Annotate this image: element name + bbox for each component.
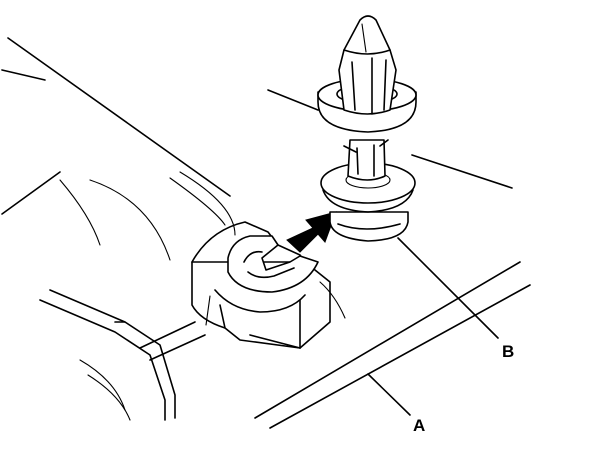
panel-rib [39,289,206,421]
leader-flange [411,154,513,189]
leader-a [367,373,411,416]
clip-mounting-boss [191,221,346,349]
callout-label-a: A [413,416,425,435]
callout-label-b: B [502,342,514,361]
installation-arrow [286,211,337,253]
clip-b [317,15,417,242]
panel-a [1,37,531,429]
leader-collar [267,89,319,111]
leader-lines [267,89,513,416]
leader-b [397,237,499,339]
